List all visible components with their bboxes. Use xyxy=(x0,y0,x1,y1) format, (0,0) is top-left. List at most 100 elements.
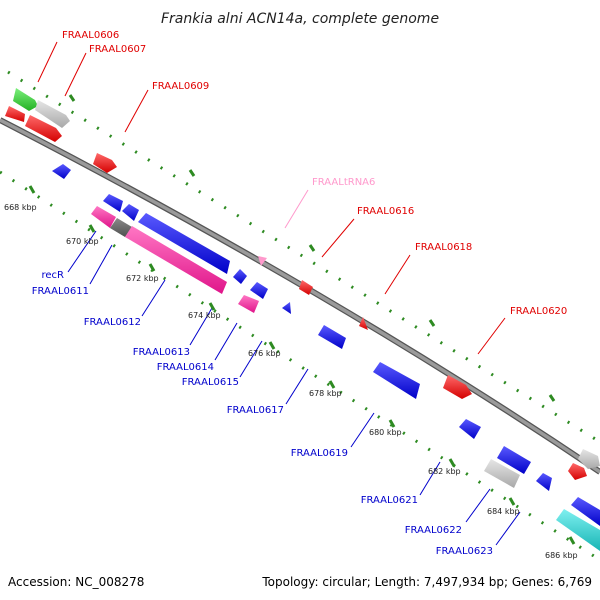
forward-leader-lines xyxy=(37,41,506,355)
tick-mark xyxy=(188,169,196,177)
reverse-leader-lines xyxy=(67,230,521,546)
label-fraal0614[interactable]: FRAAL0614 xyxy=(157,362,214,373)
label-fraal0616[interactable]: FRAAL0616 xyxy=(357,206,414,217)
gene-fraal0619b[interactable] xyxy=(373,362,420,399)
leader-fraal0620 xyxy=(477,317,506,355)
tick-mark xyxy=(508,497,516,506)
gene-fraal0615b[interactable] xyxy=(250,282,268,299)
label-fraal0622[interactable]: FRAAL0622 xyxy=(405,525,462,536)
tick-mark xyxy=(328,380,336,389)
leader-fraal0619 xyxy=(350,412,375,448)
gene-fraal0619a[interactable] xyxy=(318,325,346,349)
tick-mark xyxy=(208,302,216,311)
tick-label-686: 686 kbp xyxy=(545,551,578,560)
gene-fraal0623b[interactable] xyxy=(571,497,600,526)
ruler-tick-marks xyxy=(28,94,576,545)
tick-mark xyxy=(68,94,76,102)
gene-fraal0616[interactable] xyxy=(299,280,313,295)
ruler-tick-labels: 668 kbp 670 kbp 672 kbp 674 kbp 676 kbp … xyxy=(4,203,578,560)
label-fraal0607[interactable]: FRAAL0607 xyxy=(89,44,146,55)
gene-fraal0623c[interactable] xyxy=(556,509,600,551)
map-title: Frankia alni ACN14a, complete genome xyxy=(161,11,439,27)
gene-recr[interactable] xyxy=(91,206,116,228)
label-fraal0609[interactable]: FRAAL0609 xyxy=(152,81,209,92)
gene-fraal0605[interactable] xyxy=(5,106,25,122)
leader-fraal0614 xyxy=(214,322,238,361)
gene-fraal0620[interactable] xyxy=(443,375,472,399)
tick-label-672: 672 kbp xyxy=(126,274,159,283)
tick-mark xyxy=(448,458,456,467)
tick-label-670: 670 kbp xyxy=(66,237,99,246)
leader-fraaltrna6 xyxy=(284,189,309,229)
label-fraal0612[interactable]: FRAAL0612 xyxy=(84,317,141,328)
label-fraal0619[interactable]: FRAAL0619 xyxy=(291,448,348,459)
accession-text: Accession: NC_008278 xyxy=(8,575,144,589)
gene-fraal0606[interactable] xyxy=(13,88,38,111)
label-fraal0623[interactable]: FRAAL0623 xyxy=(436,546,493,557)
tick-label-674: 674 kbp xyxy=(188,311,221,320)
gene-fraal0610[interactable] xyxy=(52,164,71,179)
reverse-labels: recR FRAAL0611 FRAAL0612 FRAAL0613 FRAAL… xyxy=(32,270,493,557)
outer-dotted-track xyxy=(7,70,600,444)
leader-fraal0617 xyxy=(285,368,309,405)
tick-label-668: 668 kbp xyxy=(4,203,37,212)
label-recr[interactable]: recR xyxy=(42,270,65,281)
leader-fraal0609 xyxy=(124,89,149,133)
tick-label-684: 684 kbp xyxy=(487,507,520,516)
gene-fraal0608[interactable] xyxy=(25,115,62,142)
label-fraal0611[interactable]: FRAAL0611 xyxy=(32,286,89,297)
leader-recr xyxy=(67,230,97,273)
leader-fraal0612 xyxy=(141,279,166,317)
gene-fraal0614[interactable] xyxy=(233,269,247,284)
label-fraal0613[interactable]: FRAAL0613 xyxy=(133,347,190,358)
tick-mark xyxy=(28,185,36,194)
label-fraaltrna6[interactable]: FRAALtRNA6 xyxy=(312,177,375,188)
leader-fraal0615 xyxy=(239,340,263,378)
gene-fraal0613[interactable] xyxy=(138,213,230,274)
tick-mark xyxy=(88,224,96,233)
leader-fraal0623 xyxy=(495,511,521,546)
leader-fraal0606 xyxy=(37,41,58,83)
gene-fraal0618[interactable] xyxy=(359,317,368,330)
gene-fraal0621[interactable] xyxy=(459,419,481,439)
gene-fraal0622b[interactable] xyxy=(484,459,520,488)
tick-mark xyxy=(268,341,276,350)
leader-fraal0613 xyxy=(189,307,213,346)
gene-fraal0615a[interactable] xyxy=(238,295,259,313)
leader-fraal0607 xyxy=(64,52,87,97)
tick-mark xyxy=(428,319,436,327)
tick-mark xyxy=(548,394,556,402)
gene-fraal0623a[interactable] xyxy=(536,473,552,491)
gene-fraal0611b[interactable] xyxy=(122,204,139,221)
label-fraal0617[interactable]: FRAAL0617 xyxy=(227,405,284,416)
gene-gray-block[interactable] xyxy=(110,218,132,237)
gene-fraal0609[interactable] xyxy=(93,153,117,173)
label-fraal0618[interactable]: FRAAL0618 xyxy=(415,242,472,253)
label-fraal0621[interactable]: FRAAL0621 xyxy=(361,495,418,506)
tick-label-678: 678 kbp xyxy=(309,389,342,398)
genome-backbone-highlight xyxy=(0,118,600,474)
gene-fraal0607[interactable] xyxy=(35,100,70,128)
tick-mark xyxy=(388,419,396,428)
tick-mark xyxy=(568,536,576,545)
gene-fraaltrna6[interactable] xyxy=(258,256,267,266)
gene-fraal0617[interactable] xyxy=(282,302,291,314)
tick-mark xyxy=(148,263,156,272)
gene-fraal0622a[interactable] xyxy=(497,446,531,474)
tick-label-682: 682 kbp xyxy=(428,467,461,476)
label-fraal0615[interactable]: FRAAL0615 xyxy=(182,377,239,388)
label-fraal0606[interactable]: FRAAL0606 xyxy=(62,30,119,41)
leader-fraal0616 xyxy=(321,218,355,258)
tick-label-680: 680 kbp xyxy=(369,428,402,437)
inner-dotted-track xyxy=(0,170,600,562)
gene-fraal0612[interactable] xyxy=(125,226,227,294)
gene-fraal0625[interactable] xyxy=(578,449,600,469)
gene-fraal0611a[interactable] xyxy=(103,194,123,212)
leader-fraal0611 xyxy=(89,244,113,285)
genome-summary-text: Topology: circular; Length: 7,497,934 bp… xyxy=(261,575,592,589)
label-fraal0620[interactable]: FRAAL0620 xyxy=(510,306,567,317)
gene-fraal0624[interactable] xyxy=(568,463,587,480)
leader-fraal0618 xyxy=(384,254,411,295)
